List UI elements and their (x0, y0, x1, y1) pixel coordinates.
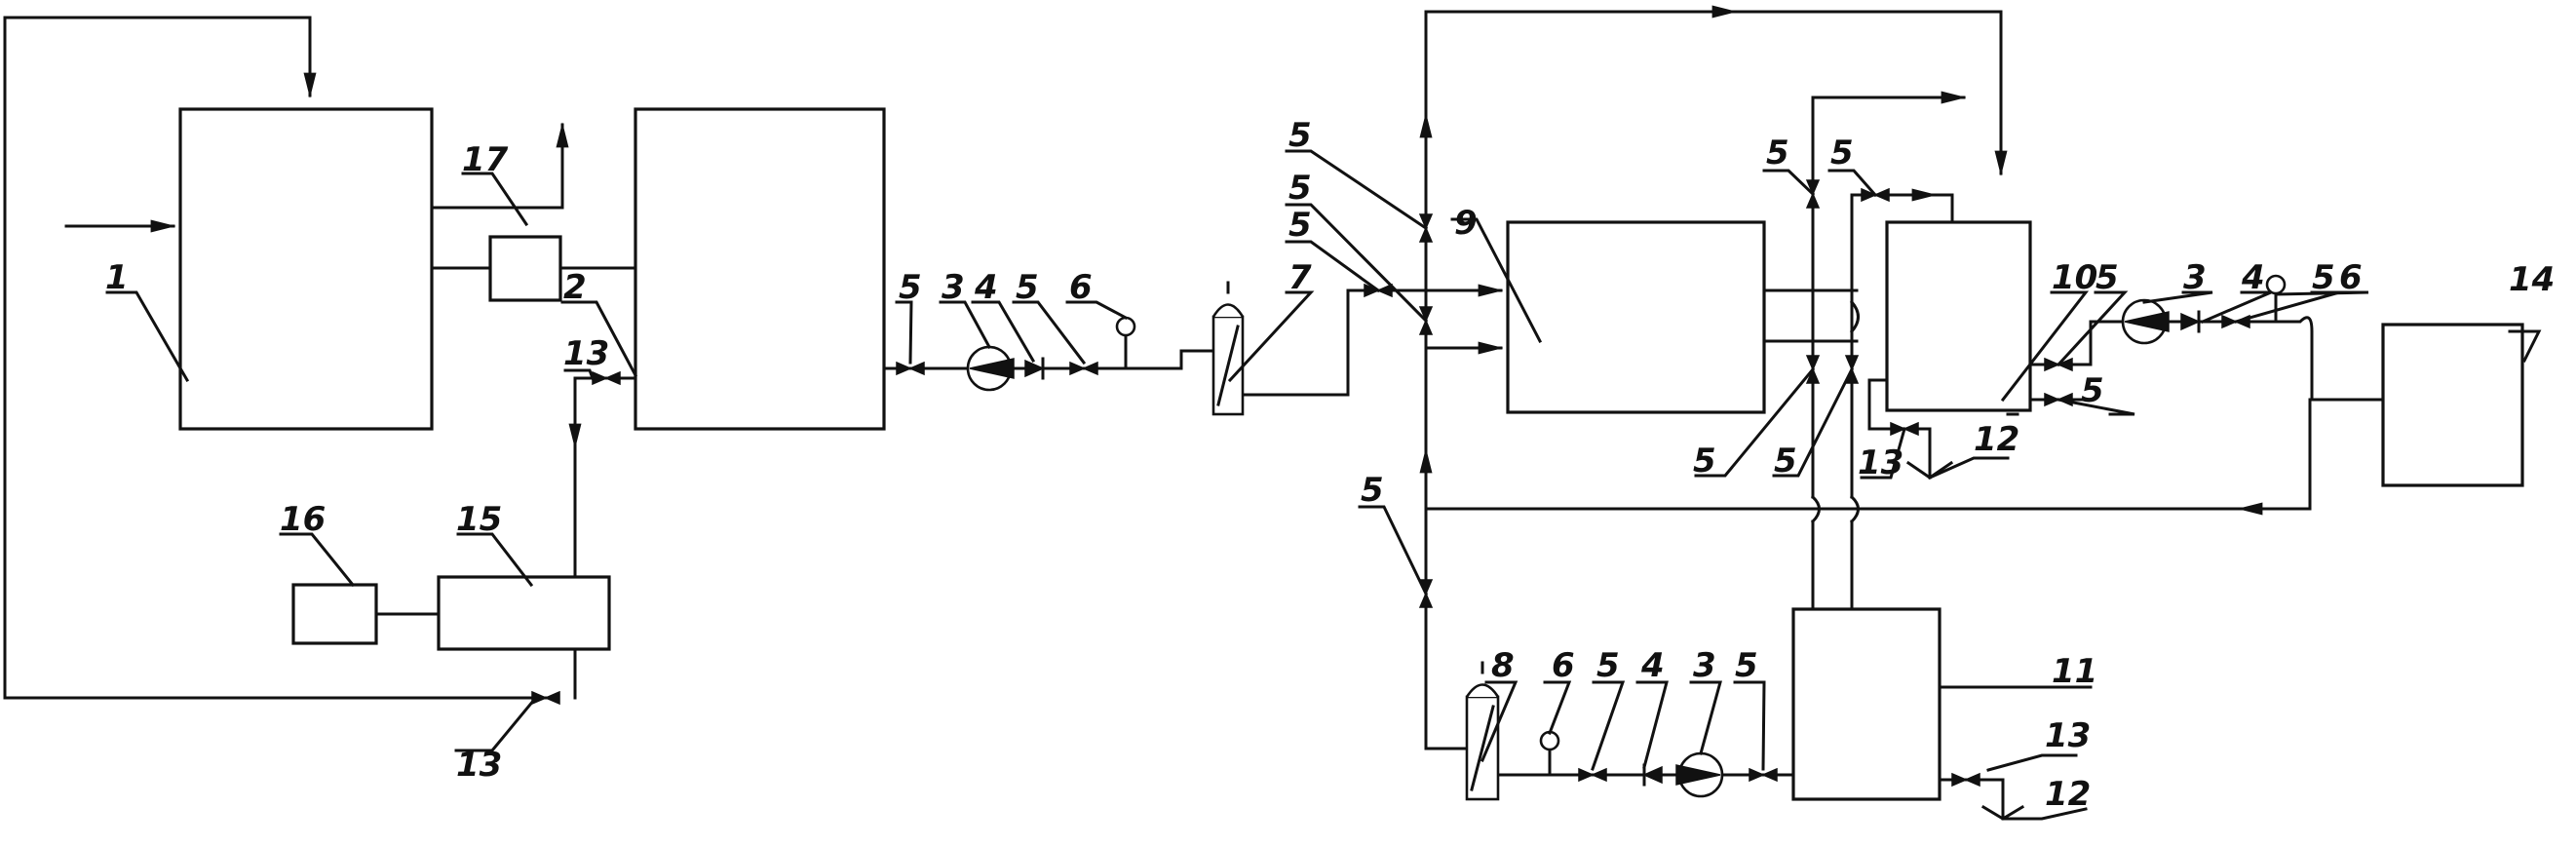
label-17: 17 (462, 140, 509, 179)
valve-5-line1a (896, 361, 925, 376)
unit-15 (437, 575, 611, 651)
valve-5-line3-b (1749, 767, 1778, 783)
label-12-bottom: 12 (2045, 775, 2091, 814)
label-5-d: 5 (1288, 169, 1312, 208)
loop-line-left (3, 16, 548, 700)
unit-14 (2381, 323, 2524, 487)
unit-1 (178, 107, 434, 431)
line-10-left-drain (1867, 378, 1932, 480)
label-3-c: 3 (1693, 646, 1716, 685)
label-5-g: 5 (1766, 134, 1789, 173)
label-5-j: 5 (1774, 442, 1797, 481)
label-5-m: 5 (2081, 371, 2104, 410)
filter-8 (1465, 661, 1500, 801)
unit-17 (488, 235, 562, 302)
label-13-mid: 13 (1858, 443, 1903, 482)
label-3-a: 3 (942, 268, 965, 307)
label-5-l: 5 (2312, 258, 2335, 297)
valve-13-tank11 (1951, 772, 1980, 788)
label-14: 14 (2509, 260, 2555, 299)
valve-5-line3-a (1578, 767, 1607, 783)
gauge-6-left (1115, 316, 1136, 370)
check-valve-4-left (1024, 357, 1045, 380)
return-line-14 (1424, 398, 2385, 511)
label-5-k: 5 (2095, 258, 2119, 297)
label-4-b: 4 (2241, 258, 2265, 297)
label-12-top: 12 (1974, 420, 2019, 459)
line-pump-to-14 (2089, 316, 2314, 402)
label-4-c: 4 (1640, 646, 1665, 685)
label-13-lower: 13 (456, 746, 502, 785)
check-valve-4-right (2180, 310, 2201, 333)
label-6-a: 6 (1069, 268, 1093, 307)
unit-2 (634, 107, 886, 431)
label-11: 11 (2052, 652, 2097, 691)
label-5-n: 5 (1596, 646, 1620, 685)
hop-1 (1810, 494, 1821, 524)
label-7: 7 (1288, 258, 1312, 297)
valve-13-upper (592, 370, 621, 386)
pump-3-left (966, 345, 1015, 392)
gauge-6-bottom (1539, 730, 1560, 777)
label-4-a: 4 (974, 268, 998, 307)
label-5-e: 5 (1288, 206, 1312, 245)
filter-7 (1211, 281, 1245, 416)
label-10: 10 (2052, 258, 2097, 297)
label-1: 1 (105, 258, 129, 297)
valve-13-left-bottom (531, 690, 560, 706)
label-6-b: 6 (2339, 258, 2363, 297)
label-13-upper: 13 (563, 334, 609, 373)
top-line (1424, 10, 2003, 158)
pump-3-bottom (1675, 751, 1724, 798)
line-filter7-out (1241, 288, 1430, 397)
pump-3-right (2121, 298, 2170, 345)
unit-9 (1506, 220, 1766, 414)
label-8: 8 (1491, 646, 1515, 685)
label-5-c: 5 (1288, 116, 1312, 155)
valve-5-line1b (1069, 361, 1098, 376)
unit-16 (291, 583, 378, 645)
label-3-b: 3 (2183, 258, 2207, 297)
hop-2 (1849, 494, 1860, 524)
leader-lines (105, 149, 2542, 821)
unit-10 (1885, 220, 2032, 412)
label-5-b: 5 (1016, 268, 1039, 307)
label-2: 2 (563, 268, 587, 307)
label-5-f: 5 (1361, 471, 1384, 510)
label-15: 15 (456, 500, 502, 539)
trunk-vertical (1424, 10, 1459, 750)
line-2-to-filter7 (882, 349, 1215, 370)
check-valve-4-bottom (1642, 763, 1663, 787)
label-6-c: 6 (1552, 646, 1575, 685)
label-9: 9 (1454, 204, 1478, 243)
label-16: 16 (280, 500, 326, 539)
hop-3 (1849, 299, 1860, 334)
gauge-6-right (2265, 274, 2287, 324)
unit-11 (1791, 607, 1942, 801)
label-5-o: 5 (1735, 646, 1758, 685)
label-13-bottom: 13 (2045, 716, 2091, 755)
label-5-h: 5 (1830, 134, 1854, 173)
label-5-a: 5 (899, 268, 922, 307)
label-5-i: 5 (1693, 442, 1716, 481)
line-2-to-15 (573, 376, 637, 579)
